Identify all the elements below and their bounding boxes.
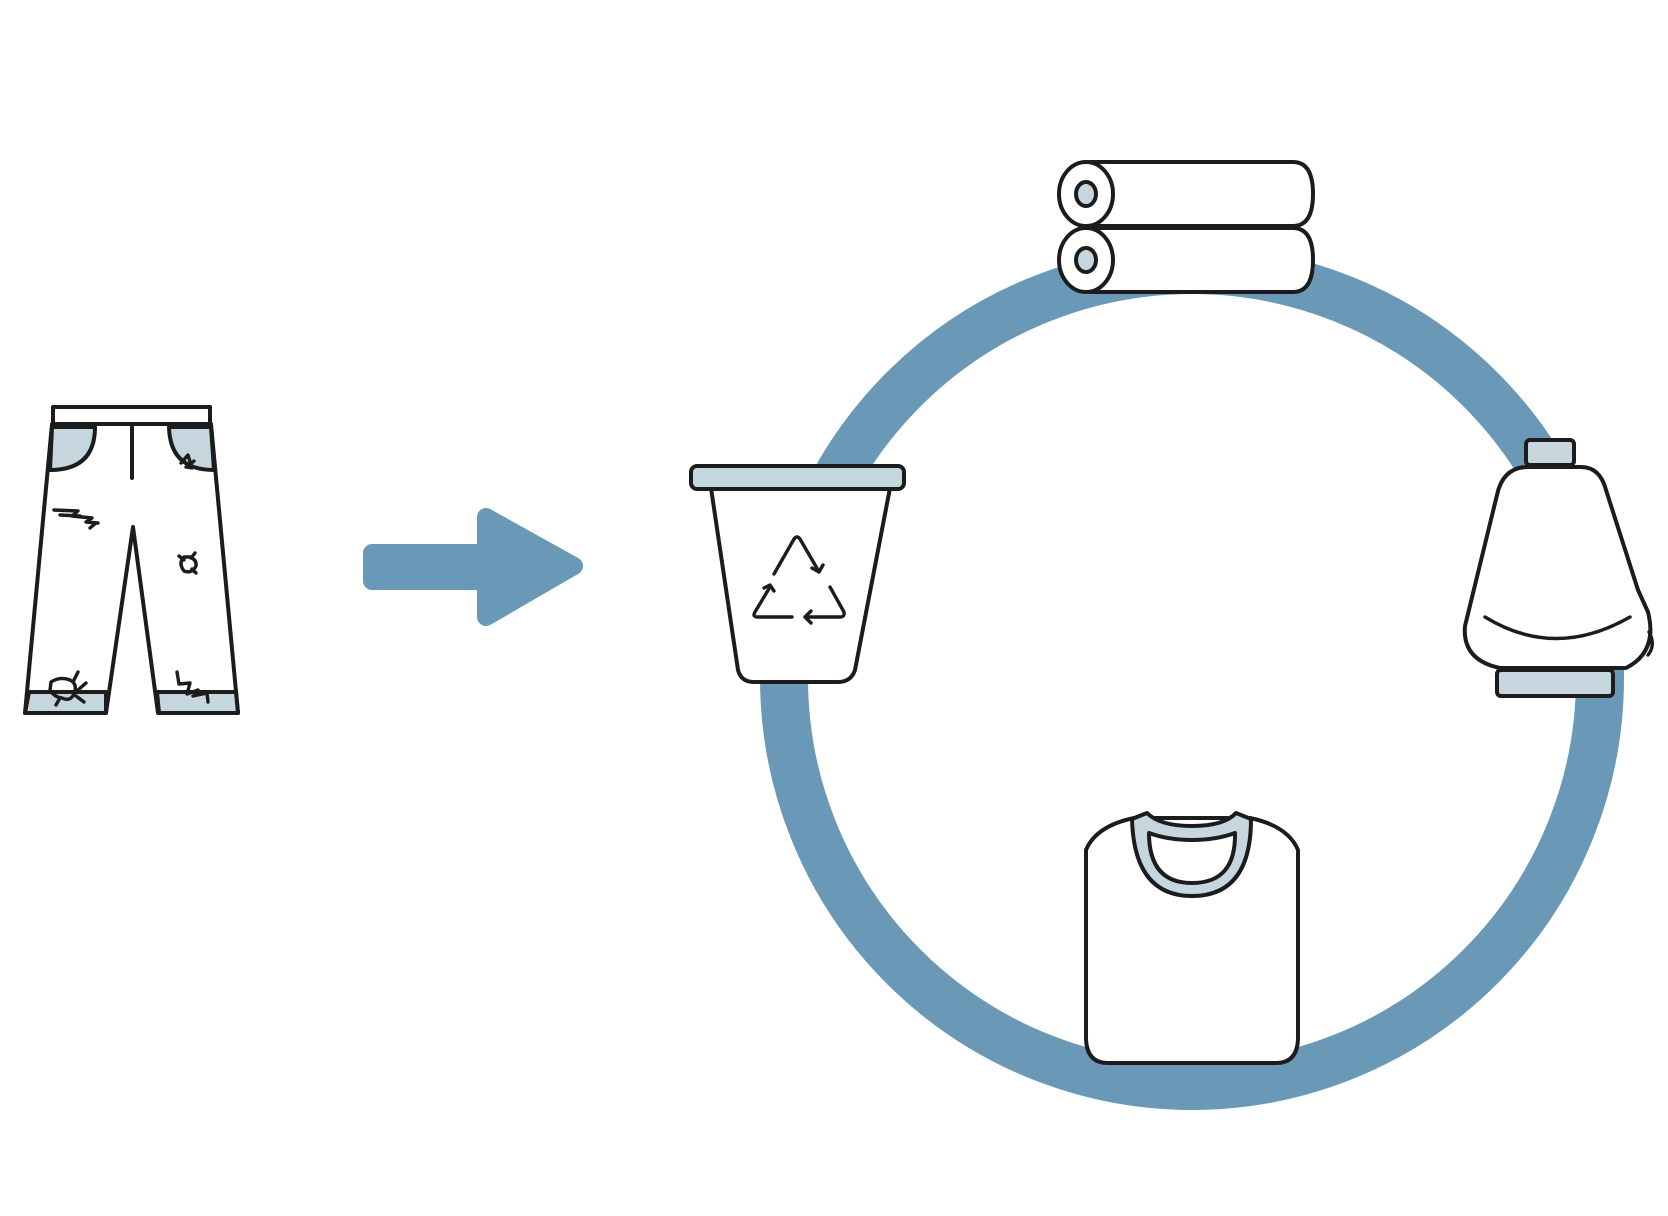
worn-jeans-icon [23,405,240,715]
fabric-rolls-icon [1057,160,1315,294]
right-arrow-icon [363,508,583,626]
thread-spool-icon [1462,438,1654,698]
recycling-bin-icon [689,464,906,684]
recycle-symbol-icon [752,535,846,625]
folded-tshirt-icon [1084,811,1300,1065]
